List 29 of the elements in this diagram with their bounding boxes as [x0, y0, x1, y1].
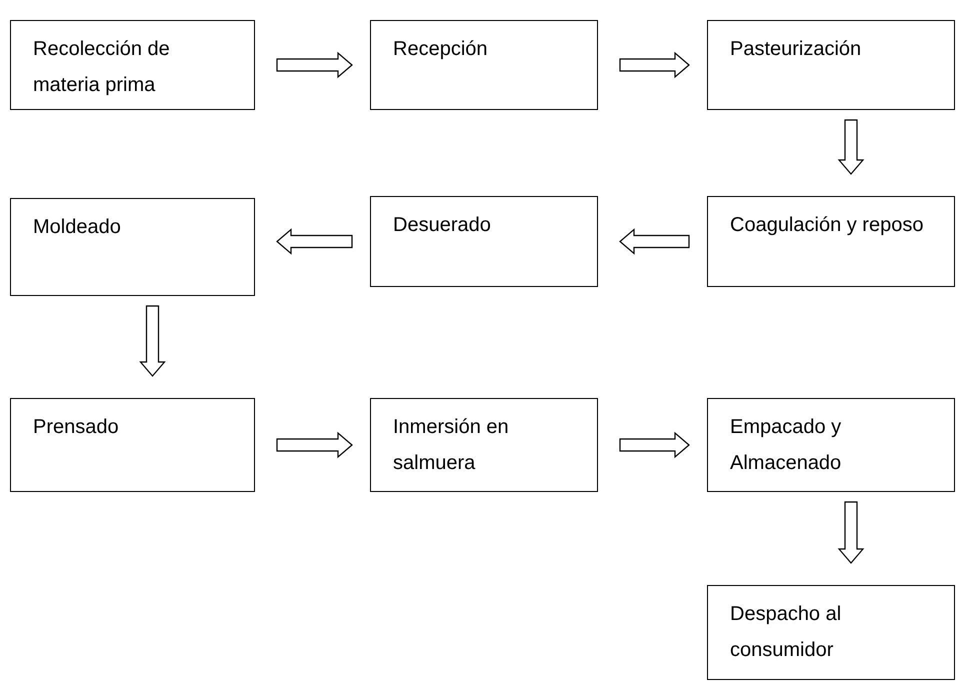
process-box: [707, 585, 955, 680]
process-box: [707, 20, 955, 110]
block-arrow: [619, 228, 690, 255]
process-box: [10, 198, 255, 296]
step-label: Recepción: [393, 37, 489, 62]
process-box: [370, 20, 598, 110]
process-box: [707, 398, 955, 492]
step-label: Despacho al consumidor: [730, 602, 842, 663]
process-box: [10, 20, 255, 110]
process-box: [370, 398, 598, 492]
block-arrow: [276, 432, 353, 458]
process-box: [707, 196, 955, 287]
step-label: Moldeado: [33, 215, 122, 240]
block-arrow: [619, 52, 690, 78]
block-arrow: [838, 501, 864, 564]
block-arrow: [276, 52, 353, 78]
step-label: Empacado y Almacenado: [730, 415, 842, 476]
step-label: Coagulación y reposo: [730, 213, 924, 238]
block-arrow: [139, 305, 166, 377]
block-arrow: [838, 119, 864, 175]
step-label: Recolección de materia prima: [33, 37, 171, 98]
step-label: Pasteurización: [730, 37, 862, 62]
step-label: Desuerado: [393, 213, 492, 238]
process-box: [370, 196, 598, 287]
step-label: Prensado: [33, 415, 120, 440]
process-box: [10, 398, 255, 492]
block-arrow: [619, 432, 690, 458]
step-label: Inmersión en salmuera: [393, 415, 510, 476]
block-arrow: [276, 228, 353, 255]
